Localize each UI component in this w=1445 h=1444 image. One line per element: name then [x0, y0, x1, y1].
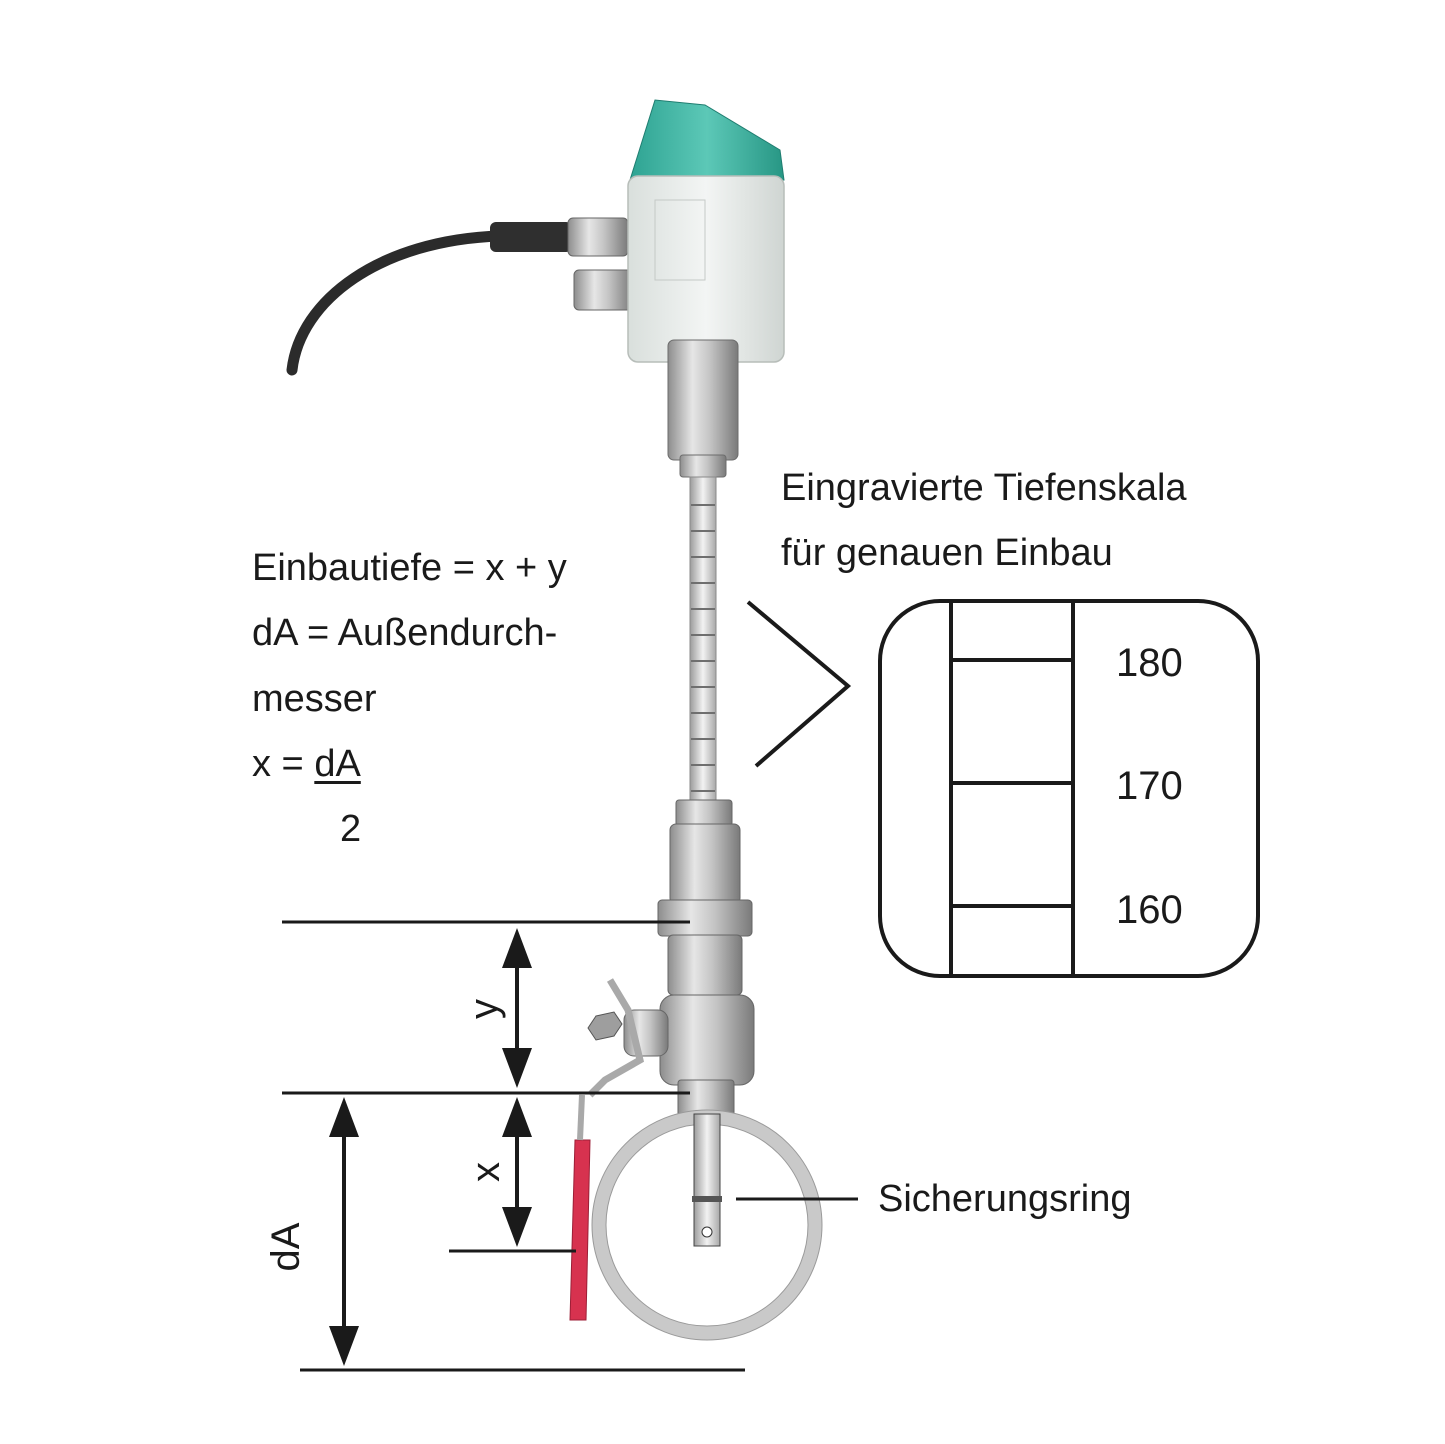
cable-plug [490, 222, 572, 252]
securing-ring-label: Sicherungsring [878, 1178, 1132, 1220]
scale-note-line1: Eingravierte Tiefenskala [781, 467, 1187, 509]
dimension-label-dA: dA [264, 1222, 308, 1271]
probe-rod [689, 476, 717, 808]
dimension-label-x: x [464, 1162, 508, 1182]
dimension-x-arrow [502, 1097, 532, 1247]
sensor-housing [627, 175, 785, 363]
securing-ring [692, 1196, 722, 1202]
callout-chevron [746, 600, 852, 768]
connector-socket-lower [573, 269, 633, 311]
scale-value-170: 170 [1116, 764, 1183, 808]
sensor-housing-cap [629, 99, 785, 181]
valve-handle [569, 1139, 591, 1321]
upper-fitting [667, 339, 739, 461]
dimension-y-arrow [502, 928, 532, 1088]
formula-x-numerator: dA [314, 743, 361, 785]
dimension-dA-arrow [329, 1097, 359, 1366]
scale-value-180: 180 [1116, 641, 1183, 685]
scale-note-line2: für genauen Einbau [781, 532, 1113, 574]
formula-installation-depth: Einbautiefe = x + y [252, 547, 567, 589]
probe-tip [693, 1113, 721, 1247]
formula-x: x = dA [252, 745, 361, 783]
formula-dA-definition: dA = Außendurch- [252, 612, 558, 654]
formula-x-prefix: x = [252, 743, 315, 785]
cable [286, 230, 506, 376]
compression-fitting [675, 799, 733, 827]
ball-valve [667, 934, 743, 996]
scale-value-160: 160 [1116, 888, 1183, 932]
dimension-label-y: y [462, 999, 506, 1019]
depth-scale-detail [878, 599, 1260, 978]
formula-x-denominator: 2 [340, 808, 362, 850]
formula-dA-definition-cont: messer [252, 678, 377, 720]
